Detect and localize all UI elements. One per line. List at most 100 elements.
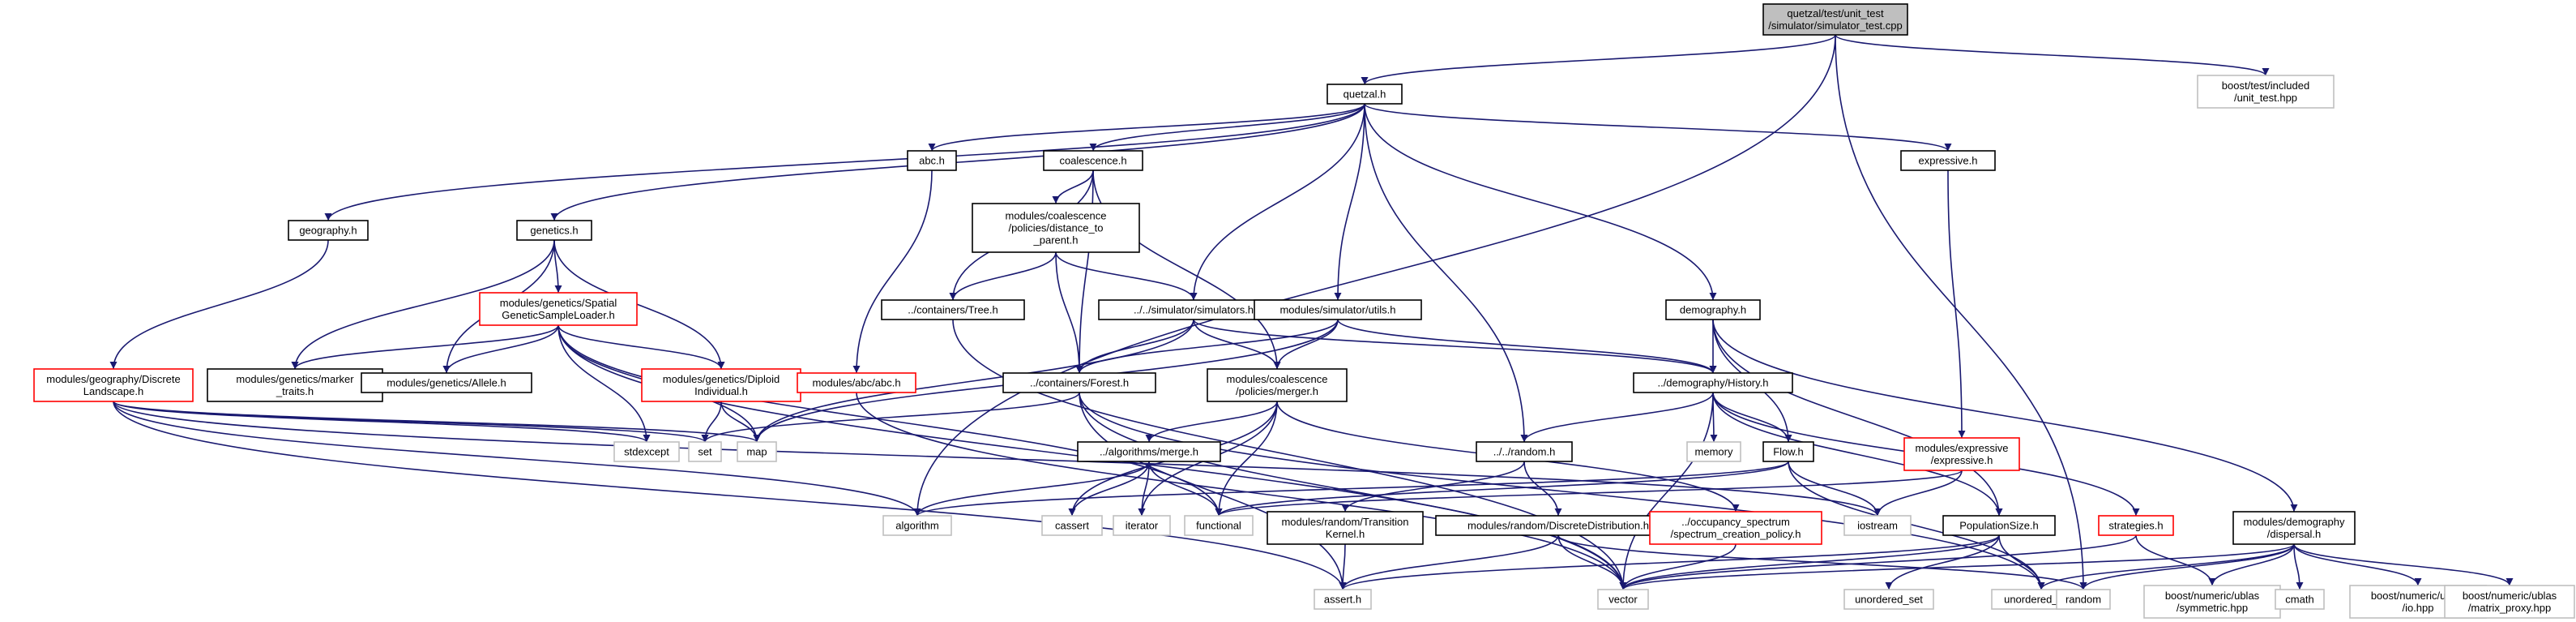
node-cmath: cmath	[2275, 589, 2325, 610]
node-quetzal[interactable]: quetzal.h	[1326, 84, 1403, 105]
node-history-h[interactable]: ../demography/History.h	[1633, 372, 1793, 393]
node-box	[2098, 515, 2174, 536]
node-label: GeneticSampleLoader.h	[502, 309, 614, 321]
node-marker-traits[interactable]: modules/genetics/marker_traits.h	[207, 368, 383, 402]
edge-popsize-to-unordered-set	[1885, 534, 2000, 590]
edge-discrete-landscape-to-stdexcept	[113, 401, 651, 443]
edge-expr-expr-to-functional	[1215, 470, 1963, 517]
edge-algo-merge-to-algorithm	[913, 461, 1150, 517]
edge-flow-h-to-unordered-map	[1788, 461, 2045, 590]
node-merger-h[interactable]: modules/coalescence/policies/merger.h	[1207, 368, 1348, 402]
node-label: modules/coalescence	[1005, 210, 1106, 222]
node-genetics-h[interactable]: genetics.h	[516, 220, 592, 241]
edge-occupancy-to-vector	[1619, 543, 1737, 590]
node-root[interactable]: quetzal/test/unit_test/simulator/simulat…	[1762, 3, 1908, 36]
edge-simulators-h-to-history-h	[1193, 319, 1717, 374]
edge-discrete-landscape-to-map	[113, 401, 761, 443]
edge-history-h-to-random-h	[1520, 392, 1714, 443]
node-distance-parent[interactable]: modules/coalescence/policies/distance_to…	[972, 203, 1140, 253]
node-tree-h[interactable]: ../containers/Tree.h	[881, 299, 1025, 320]
node-dispersal[interactable]: modules/demography/dispersal.h	[2232, 511, 2356, 545]
edge-sim-utils-to-history-h	[1337, 319, 1717, 374]
node-allele-h[interactable]: modules/genetics/Allele.h	[361, 372, 532, 393]
node-label: /unit_test.hpp	[2234, 92, 2297, 104]
node-box	[1254, 299, 1422, 320]
node-box	[1900, 150, 1996, 171]
node-algo-merge[interactable]: ../algorithms/merge.h	[1077, 441, 1221, 462]
edge-distance-parent-to-forest-h	[1055, 251, 1083, 374]
node-label: strategies.h	[2108, 520, 2163, 532]
node-memory: memory	[1686, 441, 1741, 462]
node-box	[2143, 585, 2281, 619]
edge-expr-expr-to-iostream	[1873, 470, 1963, 517]
edge-popsize-to-assert-h	[1339, 534, 2000, 590]
node-label: functional	[1196, 520, 1241, 532]
node-box	[1649, 511, 1822, 545]
node-label: quetzal/test/unit_test	[1787, 7, 1884, 19]
edge-dispersal-to-cmath	[2293, 543, 2304, 590]
node-label: set	[698, 446, 712, 458]
node-abc-abc[interactable]: modules/abc/abc.h	[797, 372, 916, 393]
node-popsize[interactable]: PopulationSize.h	[1942, 515, 2056, 536]
node-box	[516, 220, 592, 241]
node-occupancy[interactable]: ../occupancy_spectrum/spectrum_creation_…	[1649, 511, 1822, 545]
node-label: modules/geography/Discrete	[46, 373, 180, 385]
node-label: boost/numeric/ublas	[2165, 590, 2260, 602]
node-box	[1043, 150, 1143, 171]
edge-random-h-to-discrete-dist	[1523, 461, 1562, 517]
edge-discrete-dist-to-random	[1557, 534, 2087, 590]
edge-root-to-random	[1835, 34, 2087, 590]
node-expressive-h[interactable]: expressive.h	[1900, 150, 1996, 171]
edge-quetzal-to-simulators-h	[1190, 103, 1365, 301]
node-discrete-dist[interactable]: modules/random/DiscreteDistribution.h	[1435, 515, 1681, 536]
node-box	[1665, 299, 1761, 320]
node-label: modules/abc/abc.h	[812, 377, 900, 389]
edge-coalescence-h-to-distance-parent	[1052, 169, 1094, 204]
node-expr-expr[interactable]: modules/expressive/expressive.h	[1903, 437, 2020, 471]
edge-quetzal-to-demography-h	[1364, 103, 1717, 301]
node-label: iostream	[1857, 520, 1898, 532]
node-sim-utils[interactable]: modules/simulator/utils.h	[1254, 299, 1422, 320]
node-label: /dispersal.h	[2267, 528, 2321, 540]
node-label: assert.h	[1324, 594, 1361, 606]
node-geography-h[interactable]: geography.h	[288, 220, 369, 241]
edge-discrete-dist-to-assert-h	[1339, 534, 1559, 590]
node-abc-h[interactable]: abc.h	[907, 150, 957, 171]
edge-abc-h-to-abc-abc	[852, 169, 933, 374]
edge-quetzal-to-geography-h	[324, 103, 1365, 221]
edge-forest-h-to-assert-h	[1079, 392, 1347, 590]
edge-forest-h-to-vector	[1079, 392, 1627, 590]
edge-distance-parent-to-simulators-h	[1055, 251, 1198, 301]
node-box	[1633, 372, 1793, 393]
edge-merger-h-to-algo-merge	[1145, 401, 1278, 443]
node-label: modules/genetics/marker	[236, 373, 354, 385]
edge-root-to-boost-test	[1835, 34, 2270, 76]
node-demography-h[interactable]: demography.h	[1665, 299, 1761, 320]
node-spatial-loader[interactable]: modules/genetics/SpatialGeneticSampleLoa…	[479, 292, 638, 326]
node-label: modules/simulator/utils.h	[1279, 304, 1395, 316]
node-functional: functional	[1184, 515, 1254, 536]
node-coalescence-h[interactable]: coalescence.h	[1043, 150, 1143, 171]
edge-discrete-landscape-to-iostream	[113, 401, 1882, 517]
node-random-h[interactable]: ../../random.h	[1476, 441, 1573, 462]
node-label: /policies/distance_to	[1008, 222, 1103, 234]
edge-root-to-algorithm	[913, 34, 1836, 517]
edge-spatial-loader-to-diploid	[557, 324, 725, 370]
node-label: coalescence.h	[1059, 155, 1126, 167]
node-label: random	[2065, 594, 2101, 606]
node-ublas-mp: boost/numeric/ublas/matrix_proxy.hpp	[2444, 585, 2575, 619]
edge-quetzal-to-genetics-h	[550, 103, 1365, 221]
node-label: quetzal.h	[1344, 88, 1386, 101]
node-algorithm: algorithm	[882, 515, 952, 536]
edge-spatial-loader-to-stdexcept	[557, 324, 651, 443]
node-flow-h[interactable]: Flow.h	[1762, 441, 1814, 462]
node-box	[797, 372, 916, 393]
node-strategies[interactable]: strategies.h	[2098, 515, 2174, 536]
node-box	[1843, 515, 1912, 536]
node-box	[1113, 515, 1171, 536]
node-forest-h[interactable]: ../containers/Forest.h	[1002, 372, 1156, 393]
